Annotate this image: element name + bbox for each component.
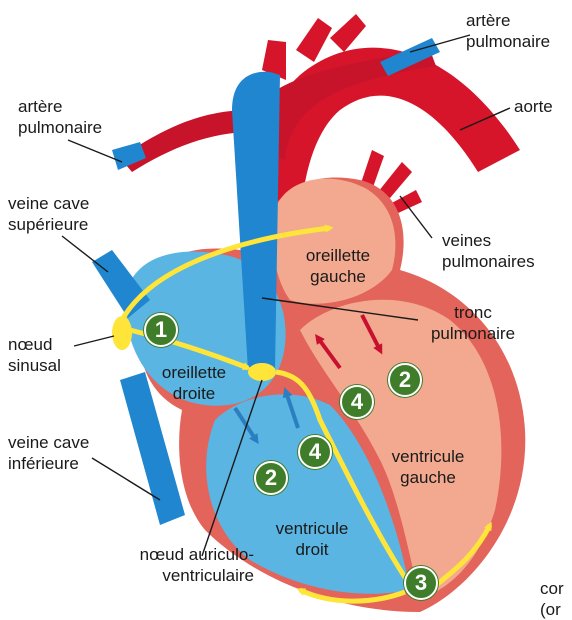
label-pulmonary-artery-left: artère pulmonaire (18, 96, 102, 138)
label-pulmonary-trunk: tronc pulmonaire (418, 302, 528, 344)
sinus-node (112, 316, 132, 350)
label-right-ventricle: ventricule droit (262, 518, 362, 560)
label-line: oreillette (288, 245, 388, 266)
step-badge-3: 3 (404, 566, 438, 600)
label-line: veines (442, 230, 535, 251)
label-line: artère (466, 10, 550, 31)
label-line: pulmonaire (418, 323, 528, 344)
step-badge-2-left: 2 (254, 461, 288, 495)
label-line: nœud (8, 334, 61, 355)
label-left-atrium: oreillette gauche (288, 245, 388, 287)
label-line: sinusal (8, 355, 61, 376)
label-line: supérieure (8, 214, 89, 235)
label-line: ventricule (378, 446, 478, 467)
label-cropped-right: cor (or (540, 578, 564, 620)
label-line: droite (148, 383, 240, 404)
label-line: gauche (378, 467, 478, 488)
label-aorta: aorte (514, 96, 553, 117)
label-inferior-vena-cava: veine cave inférieure (8, 432, 89, 474)
label-line: pulmonaire (466, 31, 550, 52)
label-line: ventriculaire (72, 565, 254, 586)
label-line: oreillette (148, 362, 240, 383)
aorta-branch-3 (330, 14, 366, 52)
label-pulmonary-veins: veines pulmonaires (442, 230, 535, 272)
pulmonary-artery-left-red (120, 110, 252, 172)
step-badge-4-left: 4 (298, 435, 332, 469)
label-line: ventricule (262, 518, 362, 539)
label-line: nœud auriculo- (72, 544, 254, 565)
label-pulmonary-artery-right: artère pulmonaire (466, 10, 550, 52)
label-line: inférieure (8, 453, 89, 474)
label-line: artère (18, 96, 102, 117)
label-line: pulmonaires (442, 251, 535, 272)
label-line: cor (540, 578, 564, 599)
label-av-node: nœud auriculo- ventriculaire (72, 544, 254, 586)
label-line: pulmonaire (18, 117, 102, 138)
label-right-atrium: oreillette droite (148, 362, 240, 404)
step-badge-4-right: 4 (340, 385, 374, 419)
step-badge-2-right: 2 (388, 363, 422, 397)
label-line: (or (540, 599, 564, 620)
label-sinus-node: nœud sinusal (8, 334, 61, 376)
label-line: veine cave (8, 193, 89, 214)
label-line: droit (262, 539, 362, 560)
label-superior-vena-cava: veine cave supérieure (8, 193, 89, 235)
step-badge-1: 1 (144, 313, 178, 347)
aorta-branch-2 (296, 18, 332, 62)
label-line: tronc (418, 302, 528, 323)
label-line: gauche (288, 266, 388, 287)
leader-sinus (74, 336, 114, 346)
label-line: veine cave (8, 432, 89, 453)
label-left-ventricle: ventricule gauche (378, 446, 478, 488)
leader-pulm-artery-right (410, 35, 470, 52)
leader-vcs (62, 236, 108, 272)
av-node (248, 363, 276, 381)
